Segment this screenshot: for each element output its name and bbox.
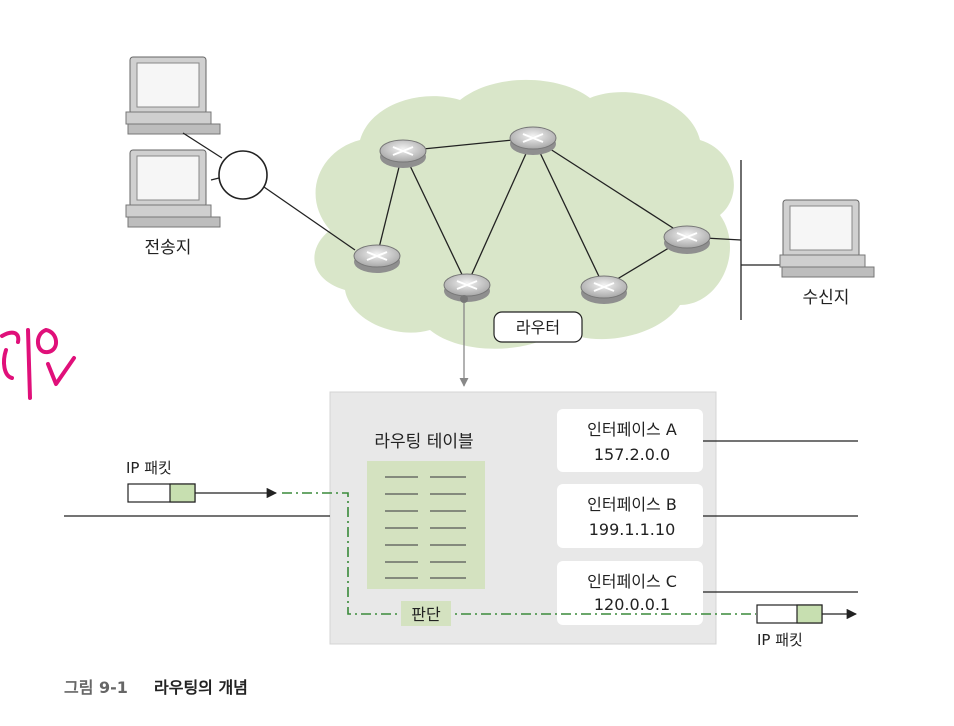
hub-icon xyxy=(218,150,268,200)
decision-label: 판단 xyxy=(411,605,441,624)
network-cloud xyxy=(314,79,734,349)
router-2-icon xyxy=(509,126,557,155)
interface-c-name: 인터페이스 C xyxy=(587,572,677,591)
packet-in xyxy=(127,483,196,503)
interface-a-box: 인터페이스 A 157.2.0.0 xyxy=(557,409,703,472)
interface-b-address: 199.1.1.10 xyxy=(589,520,676,539)
sender-label: 전송지 xyxy=(145,238,192,258)
receiver-computer-icon xyxy=(779,199,875,278)
packet-out xyxy=(756,604,823,624)
router-1-icon xyxy=(379,139,427,168)
router-3-icon xyxy=(353,244,401,273)
routing-table xyxy=(367,461,485,589)
routing-path xyxy=(282,492,756,615)
sender-computer-top-icon xyxy=(125,56,221,135)
packet-in-label: IP 패킷 xyxy=(126,459,172,477)
interface-b-box: 인터페이스 B 199.1.1.10 xyxy=(557,484,703,548)
handwritten-annotation xyxy=(0,328,76,400)
routing-table-rows xyxy=(385,476,466,579)
sender-computer-bottom-icon xyxy=(125,149,221,228)
interface-c-address: 120.0.0.1 xyxy=(594,595,670,614)
router-6-icon xyxy=(663,225,711,254)
router-5-icon xyxy=(580,275,628,304)
interface-a-name: 인터페이스 A xyxy=(587,420,677,439)
router-label: 라우터 xyxy=(516,318,560,337)
routing-table-title: 라우팅 테이블 xyxy=(374,432,473,452)
figure-caption-title: 라우팅의 개념 xyxy=(154,678,248,697)
interface-a-address: 157.2.0.0 xyxy=(594,445,670,464)
packet-out-label: IP 패킷 xyxy=(757,631,803,649)
receiver-label: 수신지 xyxy=(803,288,850,308)
figure-caption-number: 그림 9-1 xyxy=(64,678,128,697)
decision-label-box xyxy=(401,601,451,626)
router-4-icon xyxy=(443,273,491,302)
interface-c-box: 인터페이스 C 120.0.0.1 xyxy=(557,561,703,625)
interface-b-name: 인터페이스 B xyxy=(587,495,677,514)
router-label-box xyxy=(493,311,583,343)
router-links xyxy=(376,137,742,288)
